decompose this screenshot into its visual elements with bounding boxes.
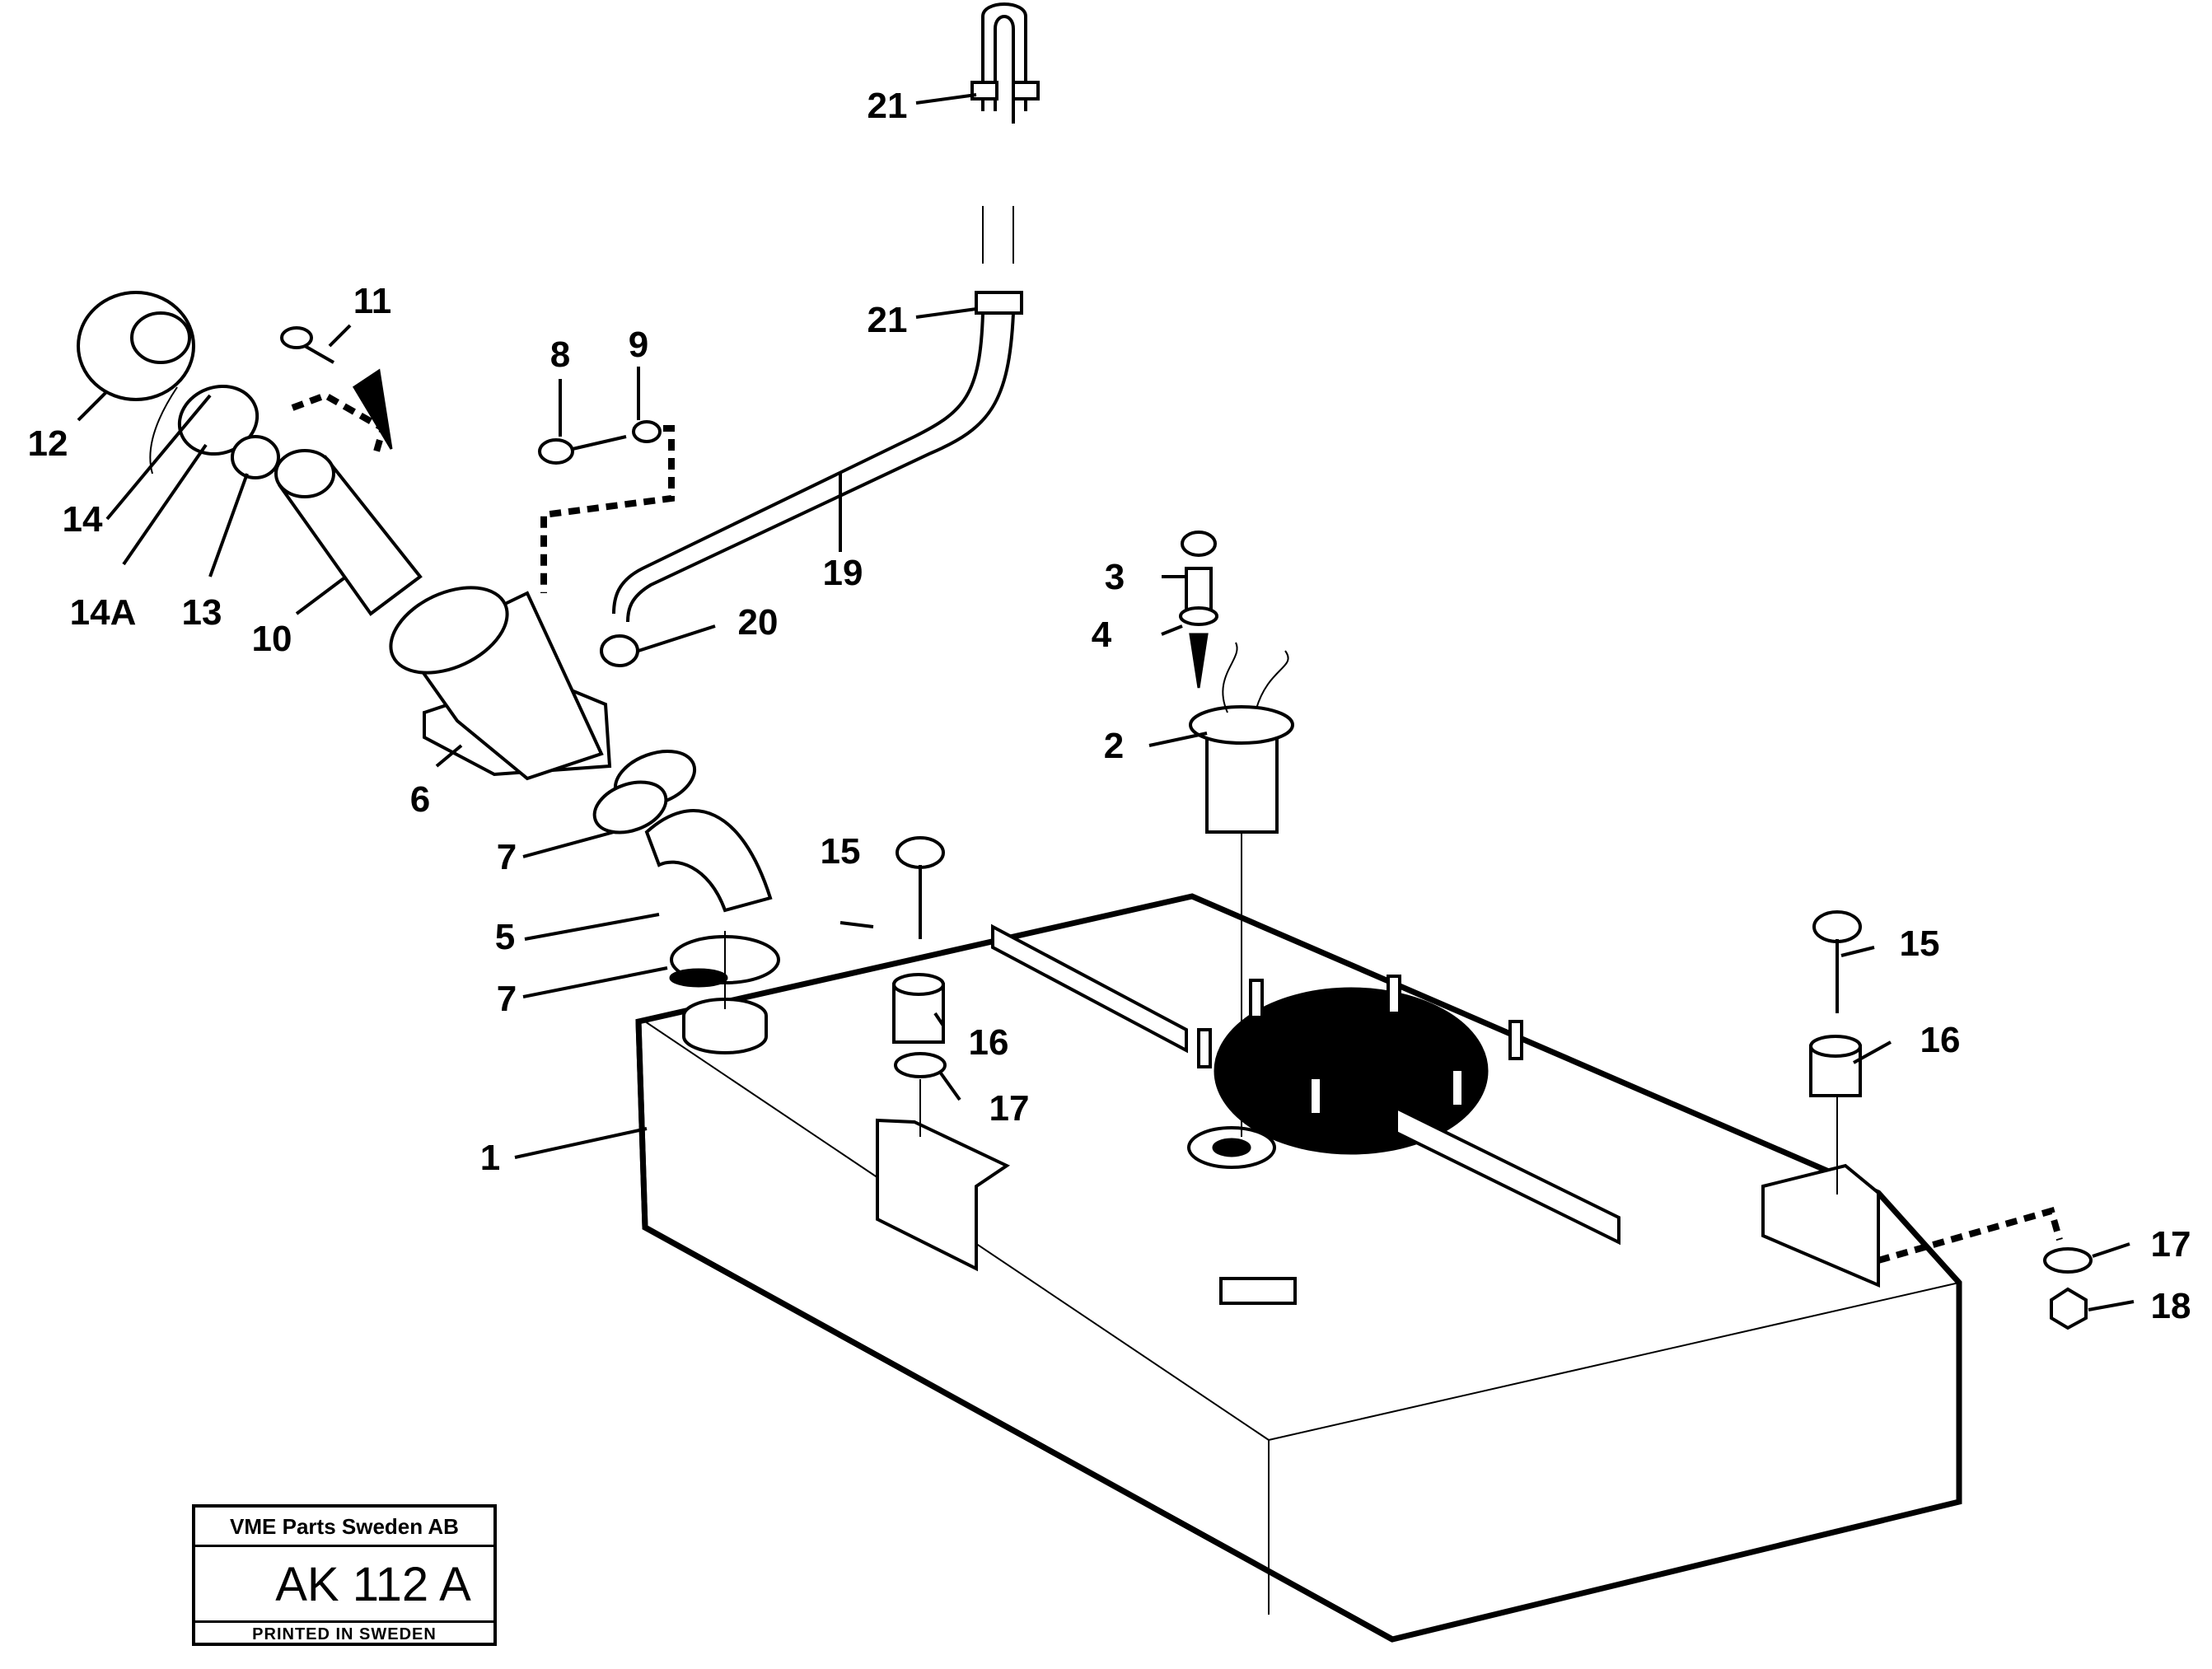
callout-21-upper: 21 bbox=[867, 86, 908, 126]
mounting-hardware-right bbox=[1809, 910, 2093, 1330]
filler-pipe-assembly bbox=[274, 449, 780, 1009]
stamp-code: AK 112 A bbox=[195, 1547, 493, 1623]
callout-17-left: 17 bbox=[989, 1088, 1030, 1129]
callout-13: 13 bbox=[182, 592, 222, 633]
parts-stamp: VME Parts Sweden AB AK 112 A PRINTED IN … bbox=[192, 1504, 497, 1646]
callout-15-left: 15 bbox=[821, 831, 861, 872]
stamp-printed: PRINTED IN SWEDEN bbox=[252, 1625, 437, 1643]
callout-11: 11 bbox=[353, 281, 392, 321]
callout-8: 8 bbox=[550, 334, 570, 375]
breather-pipe bbox=[600, 2, 1040, 667]
stamp-company: VME Parts Sweden AB bbox=[195, 1508, 493, 1547]
callout-21-lower: 21 bbox=[867, 300, 908, 340]
callout-4: 4 bbox=[1092, 615, 1112, 655]
callout-3: 3 bbox=[1105, 557, 1125, 597]
callout-1: 1 bbox=[480, 1138, 500, 1178]
fuel-level-sender bbox=[1179, 531, 1294, 1137]
callout-10: 10 bbox=[252, 619, 292, 659]
callout-14: 14 bbox=[63, 499, 103, 540]
screw-8-washer-9 bbox=[538, 420, 675, 593]
callout-9: 9 bbox=[629, 325, 648, 365]
callout-19: 19 bbox=[823, 553, 863, 593]
screw-11 bbox=[280, 326, 393, 459]
callout-14A: 14A bbox=[70, 592, 137, 633]
tank-studs bbox=[1197, 975, 1523, 1116]
callout-12: 12 bbox=[28, 423, 68, 464]
callout-18: 18 bbox=[2151, 1286, 2191, 1326]
callout-5: 5 bbox=[495, 917, 515, 957]
callout-7-upper: 7 bbox=[497, 837, 517, 877]
filler-cap bbox=[77, 291, 280, 479]
callout-2: 2 bbox=[1104, 726, 1124, 766]
callout-17-right: 17 bbox=[2151, 1224, 2191, 1265]
leader-lines bbox=[77, 93, 2135, 1311]
callout-7-lower: 7 bbox=[497, 979, 517, 1019]
callout-20: 20 bbox=[738, 602, 779, 643]
callout-6: 6 bbox=[410, 779, 430, 820]
fuel-tank bbox=[635, 893, 1962, 1643]
callout-16-left: 16 bbox=[969, 1022, 1009, 1063]
callout-15-right: 15 bbox=[1900, 923, 1940, 964]
callout-labels: 1 2 3 4 5 6 7 7 8 9 10 11 12 13 14 14A 1… bbox=[28, 86, 2191, 1326]
callout-16-right: 16 bbox=[1920, 1020, 1961, 1060]
